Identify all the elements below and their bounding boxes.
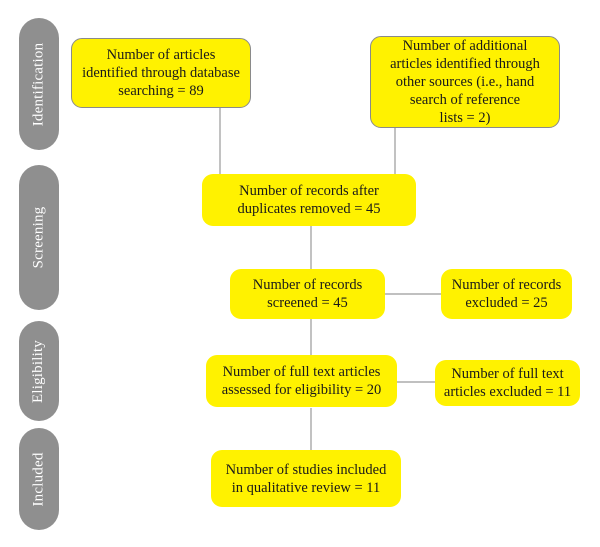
database-search-box: Number of articles identified through da… <box>71 38 251 108</box>
screened-text: Number of records screened = 45 <box>252 277 363 311</box>
full-text-excluded-text: Number of full text articles excluded = … <box>443 366 572 400</box>
other-sources-text: Number of additional articles identified… <box>390 38 540 126</box>
screened-box: Number of records screened = 45 <box>230 269 385 319</box>
phase-screening: Screening <box>19 165 59 310</box>
phase-included: Included <box>19 428 59 530</box>
records-excluded-text: Number of records excluded = 25 <box>451 277 562 311</box>
full-text-excluded-box: Number of full text articles excluded = … <box>435 360 580 406</box>
phase-included-label: Included <box>30 451 47 507</box>
full-text-assessed-text: Number of full text articles assessed fo… <box>221 364 382 398</box>
records-excluded-box: Number of records excluded = 25 <box>441 269 572 319</box>
phase-identification-label: Identification <box>30 42 47 126</box>
full-text-assessed-box: Number of full text articles assessed fo… <box>206 355 397 407</box>
after-duplicates-text: Number of records after duplicates remov… <box>237 183 381 217</box>
phase-eligibility-label: Eligibility <box>30 339 47 403</box>
phase-eligibility: Eligibility <box>19 321 59 421</box>
included-studies-text: Number of studies included in qualitativ… <box>225 461 387 496</box>
after-duplicates-box: Number of records after duplicates remov… <box>202 174 416 226</box>
database-search-text: Number of articles identified through da… <box>82 47 240 99</box>
phase-identification: Identification <box>19 18 59 150</box>
included-studies-box: Number of studies included in qualitativ… <box>211 450 401 507</box>
other-sources-box: Number of additional articles identified… <box>370 36 560 128</box>
phase-screening-label: Screening <box>30 206 47 269</box>
